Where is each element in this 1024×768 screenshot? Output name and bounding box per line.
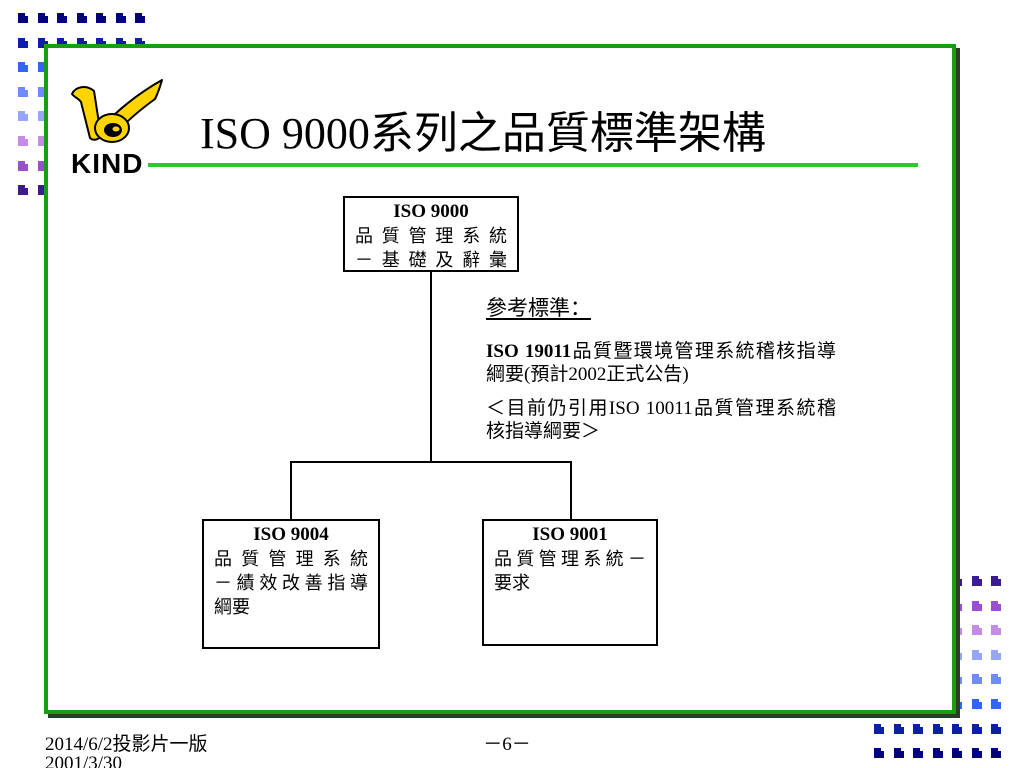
decor-square <box>971 600 982 611</box>
reference-item-line: ＜目前仍引用ISO 10011品質管理系統稽 <box>486 398 836 419</box>
decor-square <box>971 674 982 685</box>
decor-square <box>18 136 28 146</box>
kind-logo: KIND <box>71 79 163 179</box>
connector-branch-bar <box>290 461 572 463</box>
standard-description-line: 品質管理系統 <box>355 226 507 246</box>
decor-square <box>932 748 943 759</box>
standard-description-line: 品質管理系統－ <box>494 549 646 569</box>
decor-square <box>37 13 48 23</box>
decor-square <box>874 723 884 734</box>
decor-square <box>115 13 126 23</box>
decor-square <box>991 748 1001 759</box>
decor-square <box>18 160 28 171</box>
decor-square <box>952 748 962 759</box>
decor-square <box>18 86 28 97</box>
decor-square <box>96 37 106 48</box>
decor-square <box>37 37 48 48</box>
title-underline-rule <box>148 163 918 167</box>
decor-square <box>971 625 982 636</box>
decor-square <box>991 649 1001 660</box>
logo-bird-neck <box>71 86 102 141</box>
logo-text: KIND <box>71 148 143 179</box>
decor-square <box>952 649 962 660</box>
decor-square <box>952 674 962 685</box>
reference-item-text: 品質暨環境管理系統稽核指導 <box>571 341 836 362</box>
iso-9004-box: ISO 9004 品質管理系統 －績效改善指導 綱要 <box>202 519 380 649</box>
decor-square <box>18 62 28 73</box>
decor-square <box>96 13 106 23</box>
logo-bird-eye-highlight <box>112 126 120 132</box>
logo-bird-wing <box>113 79 163 124</box>
decor-square <box>952 600 962 611</box>
iso-9000-box: ISO 9000 品質管理系統 －基礎及辭彙 <box>343 196 519 272</box>
decor-square <box>18 111 28 122</box>
standard-description-line: 綱要 <box>214 597 250 617</box>
decor-square <box>991 625 1001 636</box>
reference-item-iso-10011: ＜目前仍引用ISO 10011品質管理系統稽 核指導綱要＞ <box>486 397 836 443</box>
slide-title: ISO 9000系列之品質標準架構 <box>200 109 766 158</box>
reference-item-line: 核指導綱要＞ <box>486 421 601 442</box>
footer-original-date: 2001/3/30 <box>45 754 123 768</box>
reference-standard-code: ISO 19011 <box>486 341 572 362</box>
decor-square <box>991 600 1001 611</box>
footer-original-date-clip: 2001/3/30 <box>45 754 245 768</box>
decor-square <box>971 748 982 759</box>
decor-square <box>115 37 126 48</box>
standard-description-line: －基礎及辭彙 <box>355 250 507 270</box>
footer-date-label: 2014/6/2投影片一版 <box>45 734 208 755</box>
standard-code: ISO 9001 <box>532 524 608 545</box>
decor-square <box>76 13 87 23</box>
decor-square <box>971 699 982 709</box>
connector-to-iso-9004 <box>290 462 292 519</box>
standard-description-line: －績效改善指導 <box>214 573 368 593</box>
decor-square <box>893 723 904 734</box>
decor-square <box>932 723 943 734</box>
decor-square <box>971 576 982 586</box>
decor-square <box>913 723 923 734</box>
decor-square <box>971 649 982 660</box>
decor-square <box>135 13 145 23</box>
decor-square <box>952 723 962 734</box>
reference-item-line: ISO 19011品質暨環境管理系統稽核指導 <box>486 340 836 363</box>
standard-description-line: 品質管理系統 <box>214 549 368 569</box>
decor-square <box>135 37 145 48</box>
reference-item-line: 綱要(預計2002正式公告) <box>486 364 689 385</box>
decor-square <box>874 748 884 759</box>
slide-page-number: －6－ <box>483 734 531 755</box>
decor-square <box>893 748 904 759</box>
decor-square <box>57 37 67 48</box>
decor-square <box>991 674 1001 685</box>
decor-square <box>913 748 923 759</box>
decor-square <box>952 625 962 636</box>
standard-code: ISO 9004 <box>253 524 329 545</box>
decor-square <box>18 13 28 23</box>
decor-square <box>952 699 962 709</box>
decor-square <box>991 576 1001 586</box>
standard-description-line: 要求 <box>494 573 530 593</box>
decor-square <box>18 185 28 196</box>
reference-heading: 參考標準： <box>486 296 591 320</box>
decor-square <box>76 37 87 48</box>
standard-code: ISO 9000 <box>393 201 469 222</box>
decor-square <box>57 13 67 23</box>
decor-square <box>952 576 962 586</box>
connector-to-iso-9001 <box>570 462 572 519</box>
connector-root-trunk <box>430 272 432 462</box>
decor-square <box>18 37 28 48</box>
decor-square <box>991 723 1001 734</box>
reference-item-iso-19011: ISO 19011品質暨環境管理系統稽核指導 綱要(預計2002正式公告) <box>486 340 836 386</box>
iso-9001-box: ISO 9001 品質管理系統－ 要求 <box>482 519 658 646</box>
decor-square <box>991 699 1001 709</box>
decor-square <box>971 723 982 734</box>
